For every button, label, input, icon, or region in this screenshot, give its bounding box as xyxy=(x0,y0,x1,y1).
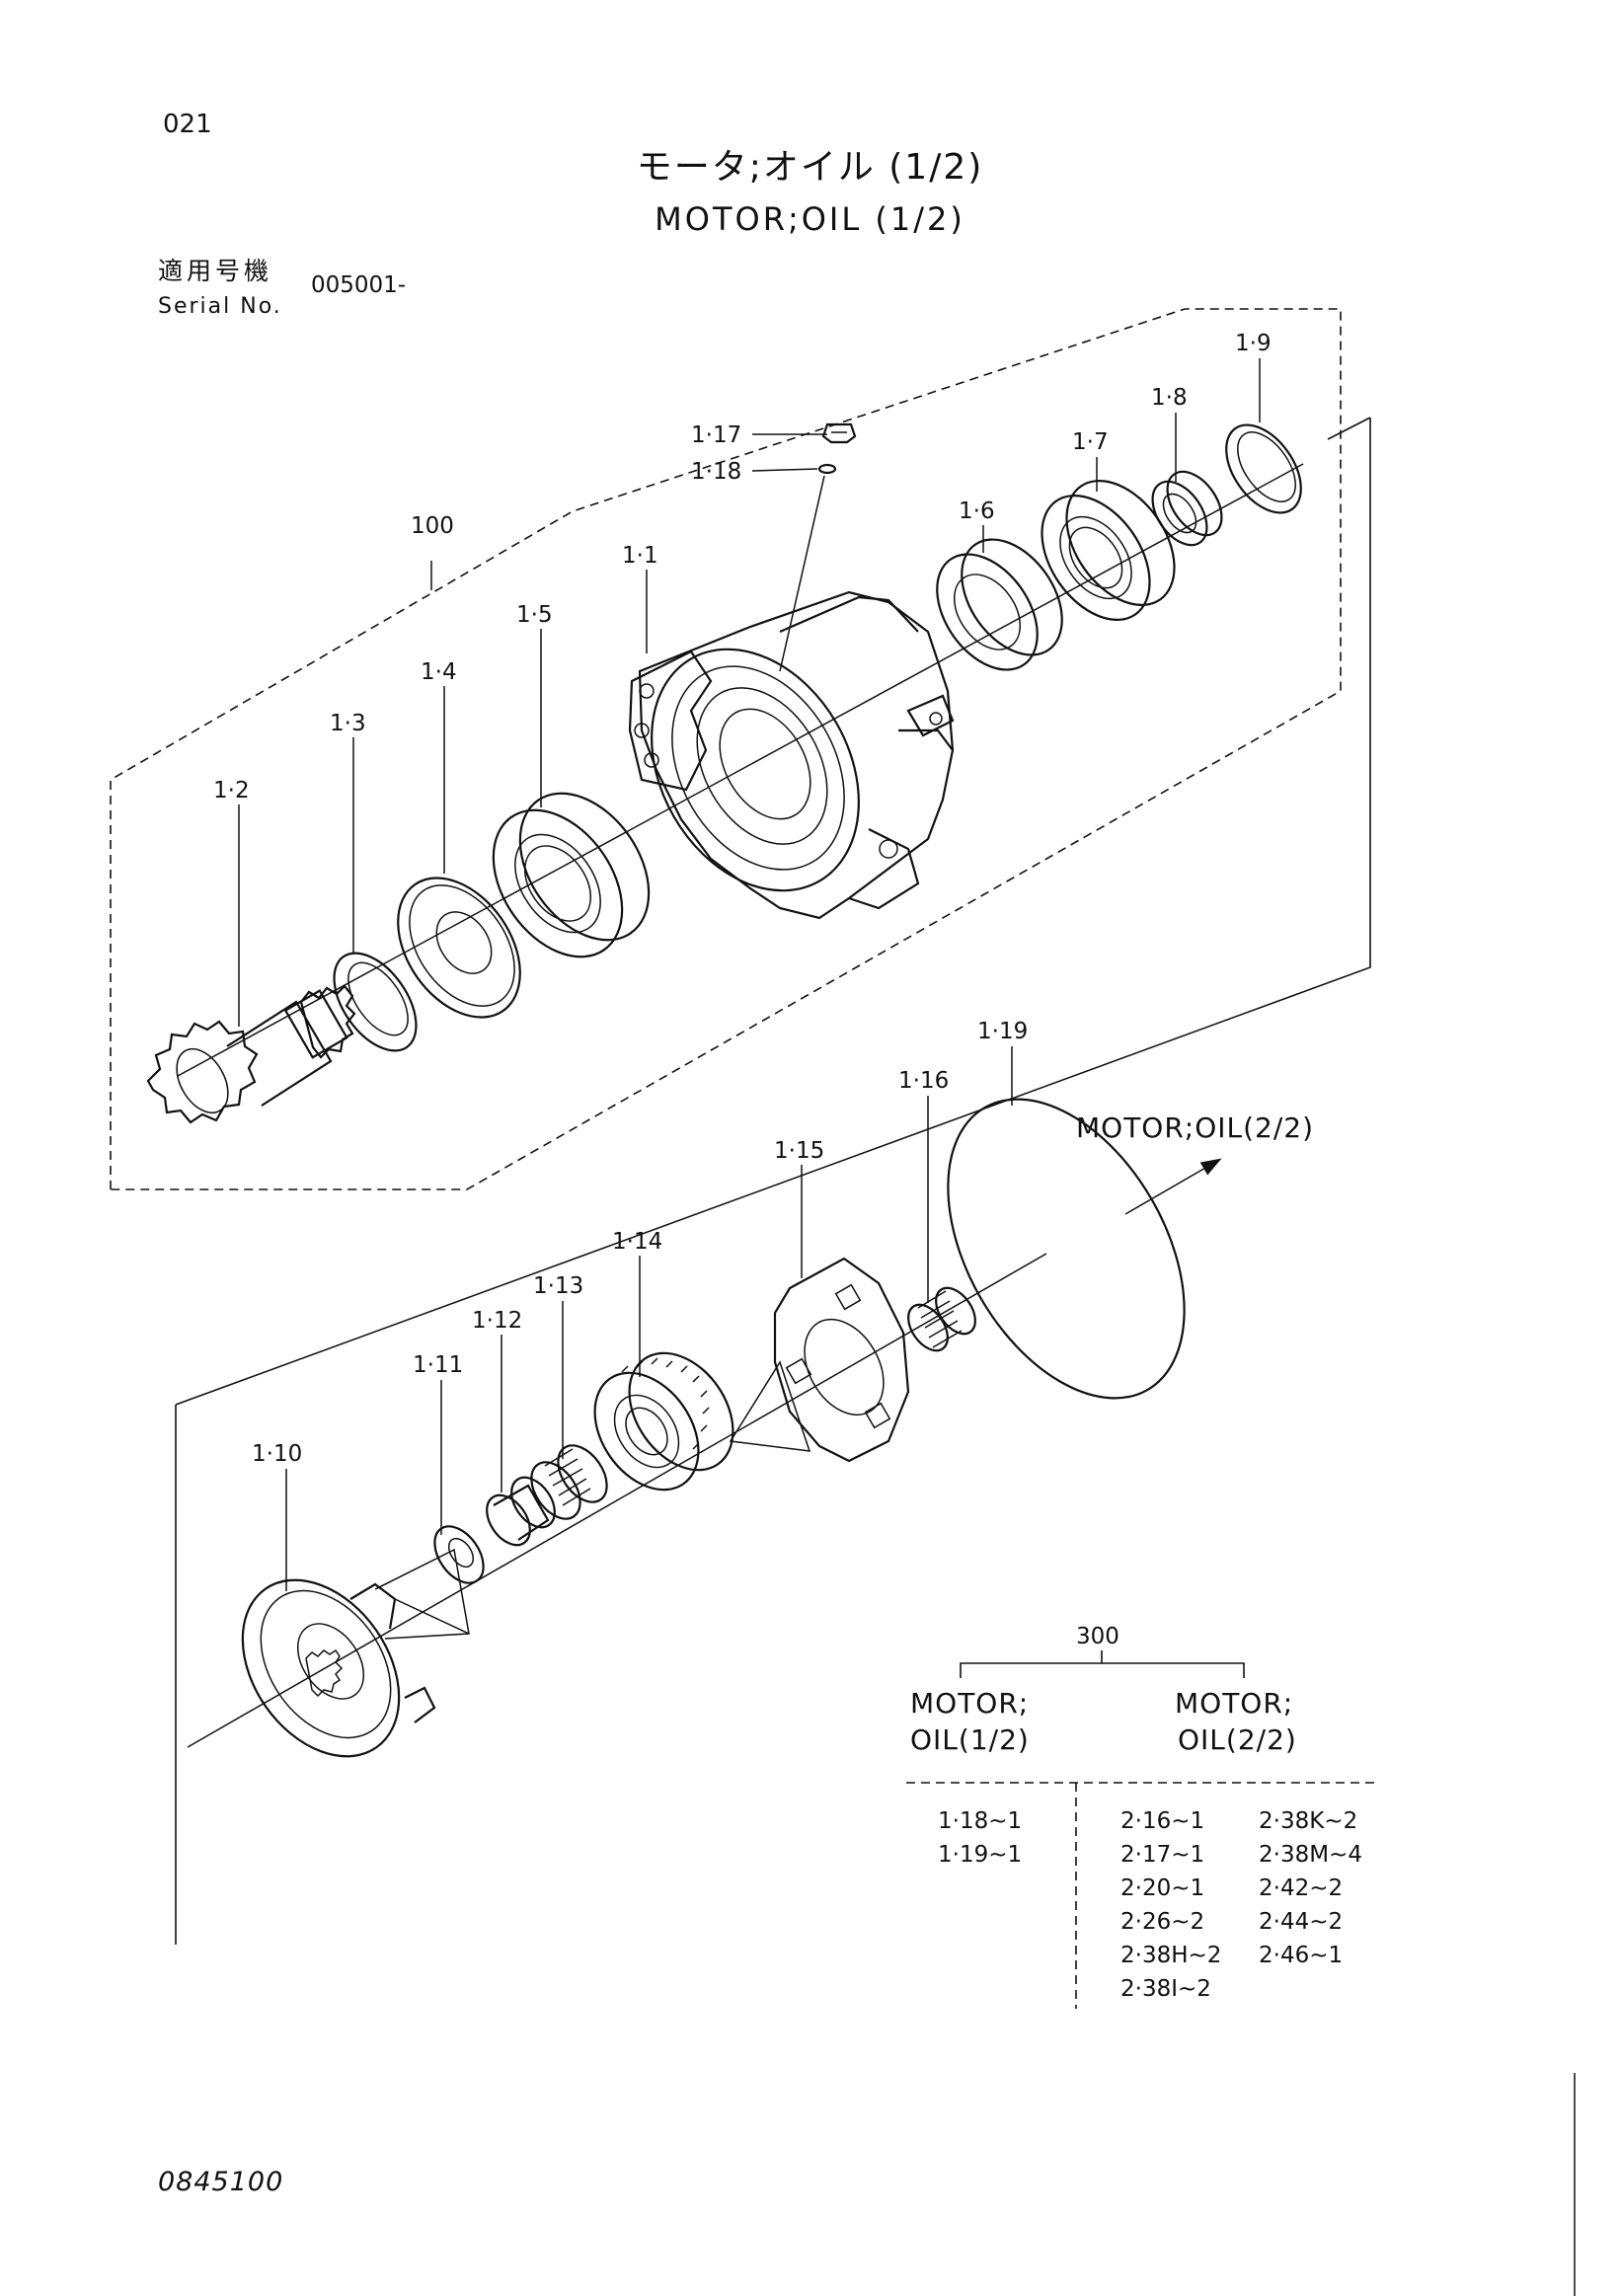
table-col3-item: 2·38M~4 xyxy=(1259,1842,1362,1868)
table-col2-item: 2·20~1 xyxy=(1120,1875,1204,1901)
part-1-4-shim xyxy=(397,877,521,1019)
table-col2-item: 2·38H~2 xyxy=(1120,1943,1221,1968)
part-1-2-pinion-shaft xyxy=(146,984,356,1124)
label-1-14: 1·14 xyxy=(612,1229,662,1255)
part-1-3-ring xyxy=(333,952,418,1052)
page-title-japanese: モータ;オイル (1/2) xyxy=(636,147,984,188)
label-1-3: 1·3 xyxy=(330,711,366,736)
label-1-13: 1·13 xyxy=(533,1273,583,1299)
serial-number-range: 005001- xyxy=(311,272,407,298)
part-1-6-oil-seal xyxy=(936,538,1063,671)
table-col1-header-line2: OIL(1/2) xyxy=(910,1723,1030,1756)
table-col2-header-line1: MOTOR; xyxy=(1175,1687,1293,1720)
serial-label-english: Serial No. xyxy=(158,294,282,319)
part-1-7-bearing xyxy=(1041,480,1176,621)
label-1-1: 1·1 xyxy=(622,543,658,569)
label-assembly-100: 100 xyxy=(411,513,454,539)
upper-axis-line xyxy=(177,463,1304,1077)
label-1-2: 1·2 xyxy=(213,778,250,804)
lower-axis-line xyxy=(187,1253,1047,1748)
part-1-12-bushing xyxy=(486,1476,556,1547)
table-col1-header-line1: MOTOR; xyxy=(910,1687,1029,1720)
label-1-9: 1·9 xyxy=(1235,331,1272,356)
part-1-5-bearing xyxy=(492,792,651,958)
part-1-10-carrier xyxy=(241,1548,470,1758)
label-1-16: 1·16 xyxy=(898,1068,949,1094)
assembly-300-boundary xyxy=(175,418,1371,1406)
part-1-8-nut xyxy=(1151,470,1223,547)
table-col1-item: 1·19~1 xyxy=(938,1842,1022,1868)
label-1-15: 1·15 xyxy=(774,1138,824,1164)
serial-label-japanese: 適用号機 xyxy=(158,257,273,285)
label-assembly-300: 300 xyxy=(1076,1624,1119,1649)
document-number: 0845100 xyxy=(158,2167,284,2197)
label-1-12: 1·12 xyxy=(472,1308,522,1334)
page-number: 021 xyxy=(163,110,212,139)
assembly-100-boundary xyxy=(110,308,1342,1190)
label-1-5: 1·5 xyxy=(516,602,553,628)
table-col2-item: 2·26~2 xyxy=(1120,1909,1204,1935)
label-1-8: 1·8 xyxy=(1151,385,1188,411)
part-1-14-planet-gear xyxy=(593,1351,734,1492)
table-col1-item: 1·18~1 xyxy=(938,1808,1022,1834)
table-col2-item: 2·16~1 xyxy=(1120,1808,1204,1834)
part-1-19-o-ring-large xyxy=(947,1098,1186,1400)
label-1-18: 1·18 xyxy=(691,459,741,485)
label-1-6: 1·6 xyxy=(959,498,995,524)
label-1-11: 1·11 xyxy=(413,1352,463,1378)
table-col2-item: 2·38I~2 xyxy=(1120,1976,1211,2002)
table-col2-item: 2·17~1 xyxy=(1120,1842,1204,1868)
continuation-label: MOTOR;OIL(2/2) xyxy=(1076,1111,1314,1144)
part-1-1-housing xyxy=(628,590,955,920)
label-1-4: 1·4 xyxy=(421,659,457,685)
part-1-15-thrust-plate xyxy=(729,1257,910,1463)
label-1-7: 1·7 xyxy=(1072,429,1109,455)
table-col2-header-line2: OIL(2/2) xyxy=(1178,1723,1297,1756)
table-col3-item: 2·44~2 xyxy=(1259,1909,1343,1935)
label-1-19: 1·19 xyxy=(977,1019,1028,1044)
continuation-arrow xyxy=(1124,1158,1222,1215)
leader-lines xyxy=(238,358,1261,1591)
part-1-13-needle-bearing xyxy=(530,1444,608,1520)
table-col3-item: 2·46~1 xyxy=(1259,1943,1343,1968)
page-title-english: MOTOR;OIL (1/2) xyxy=(655,200,965,238)
table-col3-item: 2·42~2 xyxy=(1259,1875,1343,1901)
label-1-17: 1·17 xyxy=(691,422,741,448)
part-1-9-ring xyxy=(1225,423,1302,514)
part-1-16-sun-gear xyxy=(907,1286,976,1352)
part-1-18-o-ring xyxy=(817,463,837,475)
table-col3-item: 2·38K~2 xyxy=(1259,1808,1357,1834)
part-1-11-washer xyxy=(433,1525,485,1584)
label-1-10: 1·10 xyxy=(252,1441,302,1467)
part-1-17-plug xyxy=(821,422,857,444)
kit-table-300: 300 MOTOR; OIL(1/2) MOTOR; OIL(2/2) 1·18… xyxy=(906,1624,1377,2009)
